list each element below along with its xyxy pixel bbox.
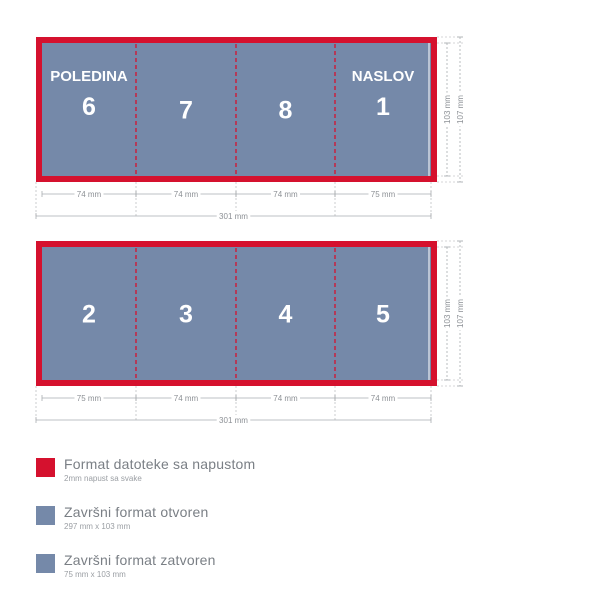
dimension-label-bg: [216, 211, 251, 221]
panel-width-dimension: 74 mm: [235, 393, 336, 403]
panel-width-dimension: 75 mm: [334, 189, 432, 199]
dimension-label-bg: [368, 189, 398, 199]
legend-swatch-closed: [36, 554, 55, 573]
legend-subtitle: 297 mm x 103 mm: [64, 522, 131, 531]
dimension-label: 75 mm: [371, 190, 396, 199]
panel-width-dimension: 75 mm: [41, 393, 137, 403]
panel-number: 7: [179, 97, 193, 125]
panel-number: 2: [82, 301, 96, 329]
dimension-label: 301 mm: [219, 416, 248, 425]
bottom-sheet-inside: 2 3 4 5 75 mm 74 mm 74 mm 74 mm 301 mm 103 mm 107 …: [35, 240, 465, 425]
total-width-dimension: 301 mm: [35, 211, 432, 221]
panel-number: 4: [279, 301, 293, 329]
dimension-label-bg: [271, 393, 300, 403]
panel-number: 1: [376, 93, 390, 121]
bleed-height-dimension: 107 mm: [455, 36, 465, 183]
panel-number: 3: [179, 301, 193, 329]
dimension-label-bg: [455, 296, 465, 331]
dimension-label-bg: [455, 92, 465, 127]
dimension-label-bg: [171, 393, 201, 403]
panel-width-dimension: 74 mm: [235, 189, 336, 199]
dimension-label-bg: [368, 393, 398, 403]
dimension-label-bg: [74, 393, 104, 403]
bleed-height-dimension: 107 mm: [455, 240, 465, 387]
top-sheet-outside: POLEDINA 6 7 8 NASLOV 1 74 mm 74 mm 74 mm 75 mm 30…: [35, 36, 465, 221]
dimension-label: 103 mm: [443, 299, 452, 328]
legend-title: Završni format zatvoren: [64, 552, 216, 568]
legend-swatch-bleed: [36, 458, 55, 477]
panel-label: NASLOV: [352, 68, 415, 85]
total-width-dimension: 301 mm: [35, 415, 432, 425]
panel-width-dimension: 74 mm: [41, 189, 137, 199]
dimension-label: 103 mm: [443, 95, 452, 124]
legend-subtitle: 75 mm x 103 mm: [64, 570, 126, 579]
legend-title: Završni format otvoren: [64, 504, 209, 520]
dimension-label: 301 mm: [219, 212, 248, 221]
dimension-label-bg: [74, 189, 104, 199]
dimension-label: 107 mm: [456, 299, 465, 328]
dimension-label-bg: [442, 296, 452, 331]
dimension-label: 74 mm: [174, 190, 199, 199]
legend-subtitle: 2mm napust sa svake: [64, 474, 142, 483]
trim-height-dimension: 103 mm: [442, 42, 452, 177]
trim-height-dimension: 103 mm: [442, 246, 452, 381]
panel-number: 8: [279, 97, 293, 125]
panel-width-dimension: 74 mm: [135, 393, 237, 403]
panel-number: 5: [376, 301, 390, 329]
dimension-label: 75 mm: [77, 394, 102, 403]
dimension-label: 74 mm: [273, 394, 298, 403]
legend-swatch-open: [36, 506, 55, 525]
panel-number: 6: [82, 93, 96, 121]
dimension-label: 74 mm: [371, 394, 396, 403]
dimension-label: 74 mm: [77, 190, 102, 199]
legend-title: Format datoteke sa napustom: [64, 456, 256, 472]
dimension-label-bg: [442, 92, 452, 127]
dimension-label: 74 mm: [273, 190, 298, 199]
dimension-label-bg: [171, 189, 201, 199]
dimension-label: 107 mm: [456, 95, 465, 124]
dimension-label-bg: [216, 415, 251, 425]
panel-label: POLEDINA: [50, 68, 128, 85]
panel-width-dimension: 74 mm: [334, 393, 432, 403]
dimension-label: 74 mm: [174, 394, 199, 403]
panel-width-dimension: 74 mm: [135, 189, 237, 199]
dimension-label-bg: [271, 189, 300, 199]
